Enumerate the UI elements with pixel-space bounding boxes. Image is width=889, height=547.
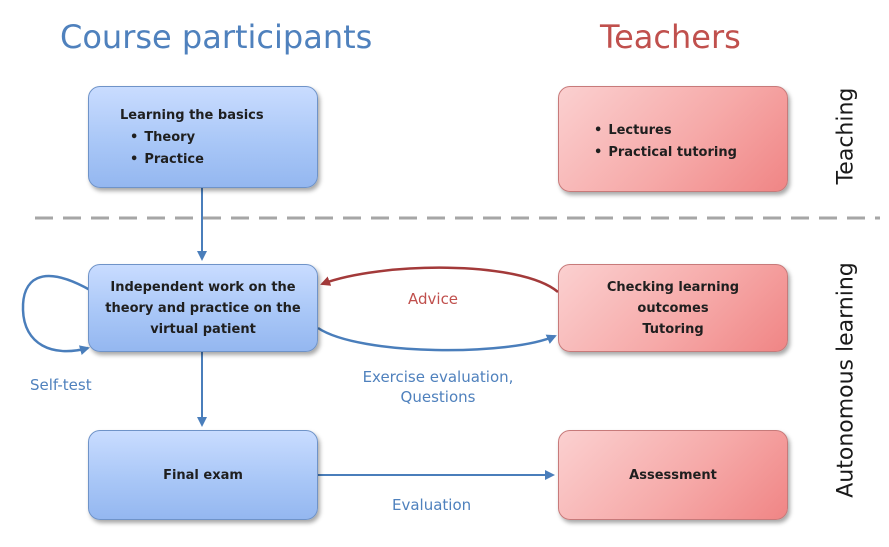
independent-line: theory and practice on the [105, 300, 301, 316]
label-evaluation: Evaluation [392, 496, 472, 514]
learning-basics-list: Theory Practice [120, 127, 317, 171]
lectures-list: Lectures Practical tutoring [594, 120, 787, 164]
box-independent-work: Independent work on the theory and pract… [88, 264, 318, 352]
label-exercise-evaluation: Exercise evaluation, Questions [348, 367, 528, 407]
section-label-teaching: Teaching [833, 87, 859, 185]
box-lectures: Lectures Practical tutoring [558, 86, 788, 192]
arrow-exercise-evaluation [317, 326, 557, 352]
independent-line: Independent work on the [110, 279, 296, 295]
box-assessment: Assessment [558, 430, 788, 520]
heading-course-participants: Course participants [60, 18, 373, 56]
assessment-label: Assessment [629, 467, 717, 483]
list-item: Practical tutoring [594, 142, 787, 164]
checking-line: Tutoring [642, 321, 704, 337]
list-item: Lectures [594, 120, 787, 142]
label-self-test: Self-test [30, 376, 92, 394]
exercise-line: Questions [400, 388, 476, 406]
box-learning-basics: Learning the basics Theory Practice [88, 86, 318, 188]
learning-basics-title: Learning the basics [120, 108, 264, 123]
exercise-line: Exercise evaluation, [362, 368, 514, 386]
arrow-self-test-loop [21, 274, 91, 355]
heading-teachers: Teachers [600, 18, 741, 56]
checking-line: Checking learning [606, 279, 740, 295]
label-advice: Advice [408, 290, 459, 308]
section-label-autonomous-learning: Autonomous learning [833, 262, 859, 498]
checking-line: outcomes [637, 300, 709, 316]
box-checking-outcomes: Checking learning outcomes Tutoring [558, 264, 788, 352]
box-final-exam: Final exam [88, 430, 318, 520]
list-item: Theory [130, 127, 317, 149]
list-item: Practice [130, 149, 317, 171]
arrow-advice [320, 266, 559, 293]
independent-line: virtual patient [150, 321, 256, 337]
final-exam-label: Final exam [163, 467, 243, 483]
